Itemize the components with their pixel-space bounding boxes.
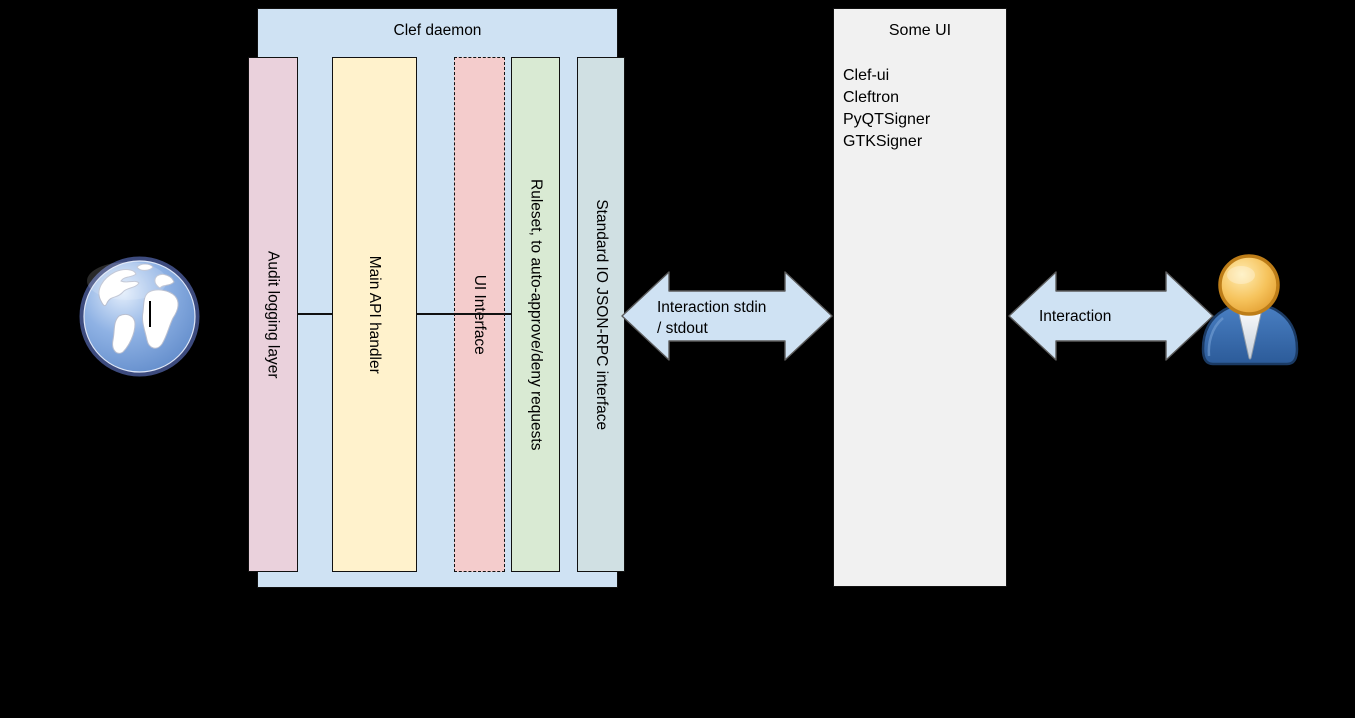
some-ui-box: Some UI Clef-ui Cleftron PyQTSigner GTKS…	[833, 8, 1007, 587]
list-item: PyQTSigner	[843, 111, 931, 128]
layer-main-api-handler: Main API handler	[332, 57, 417, 572]
layer-label: Ruleset, to auto-approve/deny requests	[527, 178, 545, 451]
layer-label: Audit logging layer	[264, 250, 282, 379]
clef-daemon-title: Clef daemon	[393, 22, 482, 39]
connector-line	[417, 313, 511, 315]
connector-line	[298, 313, 332, 315]
some-ui-list: Clef-ui Cleftron PyQTSigner GTKSigner	[843, 65, 1002, 153]
layer-ui-interface: UI Interface	[454, 57, 505, 572]
some-ui-title: Some UI	[888, 22, 952, 39]
arrow-label-interaction: Interaction	[1039, 306, 1111, 327]
layer-ruleset: Ruleset, to auto-approve/deny requests	[511, 57, 560, 572]
arrow-label-stdin-stdout: Interaction stdin / stdout	[657, 297, 766, 339]
globe-icon	[79, 256, 200, 377]
double-arrow-icon	[621, 271, 833, 361]
layer-label: Standard IO JSON-RPC interface	[592, 199, 610, 430]
list-item: Cleftron	[843, 89, 900, 106]
arrow-label-line2: / stdout	[657, 320, 708, 337]
clef-daemon-box: Clef daemon	[257, 8, 618, 588]
arrow-label-line1: Interaction	[1039, 308, 1112, 325]
double-arrow-icon	[1008, 271, 1214, 361]
list-item: GTKSigner	[843, 133, 923, 150]
arrow-label-line1: Interaction stdin	[657, 299, 767, 316]
layer-label: UI Interface	[471, 274, 489, 355]
layer-stdio-jsonrpc: Standard IO JSON-RPC interface	[577, 57, 625, 572]
connector-endpoint-tick	[149, 301, 151, 327]
layer-audit-logging: Audit logging layer	[248, 57, 298, 572]
list-item: Clef-ui	[843, 67, 890, 84]
user-icon	[1201, 254, 1299, 366]
layer-label: Main API handler	[366, 255, 384, 374]
